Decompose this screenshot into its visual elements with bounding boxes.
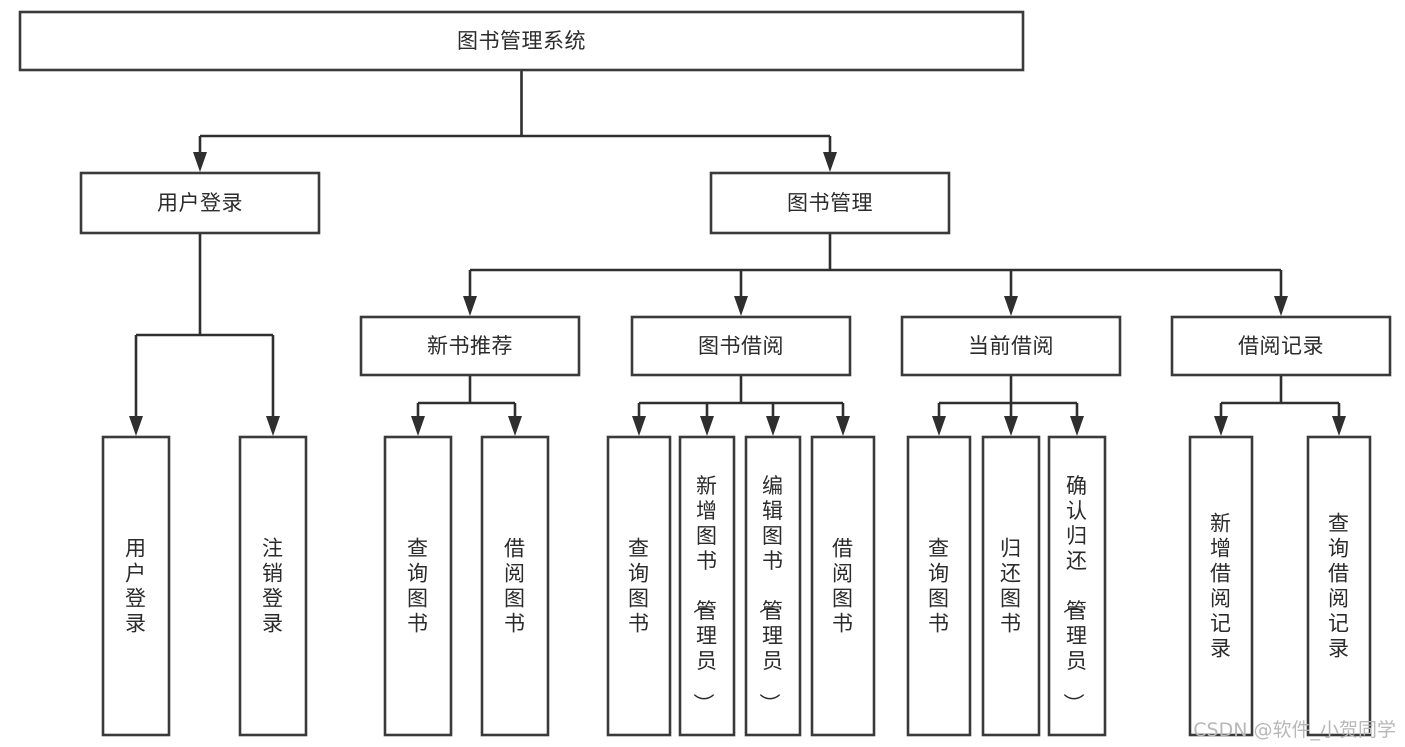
node-label-leaf-borrow-book-rec: 借阅图书 [504, 537, 526, 636]
node-label-leaf-add-book: 新增图书（管理员） [691, 474, 718, 715]
node-label-borrow-record: 借阅记录 [1238, 334, 1324, 358]
node-label-current-borrow: 当前借阅 [968, 334, 1054, 358]
node-box-leaf-user-login[interactable] [101, 435, 171, 737]
node-label-leaf-confirm-return: 确认归还（管理员） [1061, 474, 1088, 715]
node-leaf-query-book-bb[interactable]: 查询图书 [606, 435, 672, 737]
node-label-book-manage: 图书管理 [787, 191, 873, 215]
node-leaf-user-login[interactable]: 用户登录 [101, 435, 171, 737]
node-label-leaf-edit-book: 编辑图书（管理员） [757, 474, 784, 715]
node-leaf-add-record[interactable]: 新增借阅记录 [1188, 435, 1254, 737]
node-box-leaf-confirm-return[interactable] [1047, 435, 1107, 737]
node-user-login[interactable]: 用户登录 [79, 171, 321, 235]
node-label-leaf-return-book: 归还图书 [1000, 537, 1022, 636]
node-label-leaf-logout: 注销登录 [262, 537, 284, 636]
node-leaf-logout[interactable]: 注销登录 [238, 435, 308, 737]
node-box-leaf-query-book-rec[interactable] [383, 435, 453, 737]
node-box-current-borrow[interactable] [900, 315, 1122, 377]
node-label-leaf-user-login: 用户登录 [125, 537, 147, 636]
node-box-leaf-logout[interactable] [238, 435, 308, 737]
node-leaf-borrow-book-bb[interactable]: 借阅图书 [810, 435, 876, 737]
node-borrow-record[interactable]: 借阅记录 [1170, 315, 1392, 377]
nodes-layer: 图书管理系统用户登录图书管理新书推荐图书借阅当前借阅借阅记录用户登录注销登录查询… [18, 10, 1392, 737]
node-label-leaf-borrow-book-bb: 借阅图书 [832, 537, 854, 636]
node-label-leaf-query-book-bb: 查询图书 [628, 537, 650, 636]
node-box-leaf-return-book[interactable] [981, 435, 1041, 737]
node-box-leaf-add-book[interactable] [678, 435, 736, 737]
node-label-user-login: 用户登录 [157, 191, 243, 215]
node-leaf-query-book-rec[interactable]: 查询图书 [383, 435, 453, 737]
node-book-manage[interactable]: 图书管理 [709, 171, 951, 235]
node-box-user-login[interactable] [79, 171, 321, 235]
node-label-leaf-query-record: 查询借阅记录 [1328, 512, 1350, 661]
node-box-leaf-borrow-book-rec[interactable] [480, 435, 550, 737]
node-label-leaf-query-book-cb: 查询图书 [928, 537, 950, 636]
node-leaf-query-book-cb[interactable]: 查询图书 [906, 435, 972, 737]
node-box-leaf-query-book-bb[interactable] [606, 435, 672, 737]
node-box-book-borrow[interactable] [630, 315, 852, 377]
connectors-layer [129, 70, 1346, 436]
node-label-leaf-query-book-rec: 查询图书 [407, 537, 429, 636]
node-box-leaf-query-book-cb[interactable] [906, 435, 972, 737]
node-leaf-return-book[interactable]: 归还图书 [981, 435, 1041, 737]
node-box-leaf-edit-book[interactable] [744, 435, 802, 737]
node-current-borrow[interactable]: 当前借阅 [900, 315, 1122, 377]
node-label-new-book-rec: 新书推荐 [427, 334, 513, 358]
node-box-book-manage[interactable] [709, 171, 951, 235]
node-book-borrow[interactable]: 图书借阅 [630, 315, 852, 377]
node-root[interactable]: 图书管理系统 [18, 10, 1025, 72]
node-box-leaf-query-record[interactable] [1306, 435, 1372, 737]
node-label-leaf-add-record: 新增借阅记录 [1210, 512, 1232, 661]
node-leaf-add-book[interactable]: 新增图书（管理员） [678, 435, 736, 737]
csdn-watermark: CSDN @软件_小贺同学 [1193, 719, 1396, 741]
node-label-book-borrow: 图书借阅 [698, 334, 784, 358]
node-box-new-book-rec[interactable] [359, 315, 581, 377]
node-leaf-query-record[interactable]: 查询借阅记录 [1306, 435, 1372, 737]
node-leaf-confirm-return[interactable]: 确认归还（管理员） [1047, 435, 1107, 737]
node-box-borrow-record[interactable] [1170, 315, 1392, 377]
node-new-book-rec[interactable]: 新书推荐 [359, 315, 581, 377]
node-box-leaf-add-record[interactable] [1188, 435, 1254, 737]
node-label-root: 图书管理系统 [457, 29, 586, 53]
node-leaf-borrow-book-rec[interactable]: 借阅图书 [480, 435, 550, 737]
node-box-leaf-borrow-book-bb[interactable] [810, 435, 876, 737]
node-box-root[interactable] [18, 10, 1025, 72]
node-leaf-edit-book[interactable]: 编辑图书（管理员） [744, 435, 802, 737]
